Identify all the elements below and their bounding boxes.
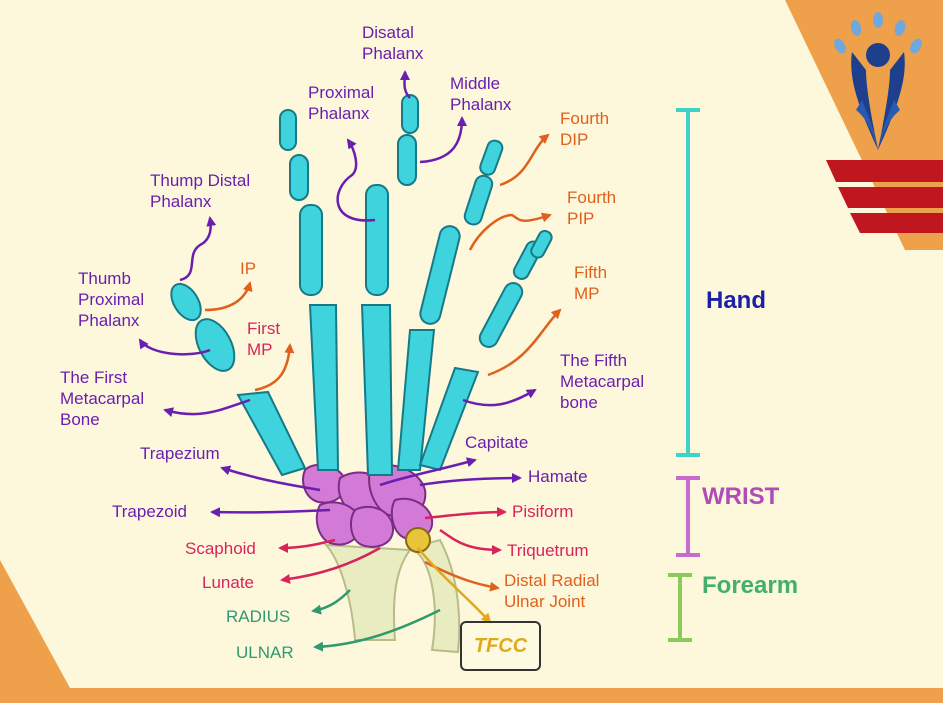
- label-distal-phalanx: Disatal Phalanx: [362, 23, 424, 63]
- corner-triangle-left: [0, 560, 70, 688]
- forearm-bracket: [668, 573, 692, 642]
- label-proximal-phalanx: Proximal Phalanx: [308, 83, 375, 123]
- label-first-metacarpal: The First Metacarpal Bone: [60, 368, 145, 429]
- label-ulnar: ULNAR: [236, 643, 294, 662]
- label-triquetrum: Triquetrum: [507, 541, 589, 560]
- label-trapezium: Trapezium: [140, 444, 220, 463]
- red-stripes: [826, 160, 943, 233]
- region-label-forearm: Forearm: [702, 572, 799, 599]
- label-first-mp: First MP: [247, 319, 281, 359]
- label-hamate: Hamate: [528, 467, 588, 486]
- label-ip: IP: [240, 259, 257, 278]
- label-middle-phalanx: Middle Phalanx: [450, 74, 512, 114]
- logo-icon: [834, 12, 922, 150]
- hand-bones: [170, 94, 553, 477]
- label-capitate: Capitate: [465, 433, 529, 452]
- label-thumb-proximal-phalanx: Thumb Proximal Phalanx: [78, 269, 145, 330]
- bottom-band: [0, 688, 943, 703]
- label-thumb-distal-phalanx: Thump Distal Phalanx: [150, 171, 251, 211]
- wrist-bracket: [676, 476, 700, 557]
- label-arrows: [138, 70, 562, 652]
- label-fourth-pip: Fourth PIP: [567, 188, 617, 228]
- label-distal-radial-ulnar-joint: Distal Radial Ulnar Joint: [504, 571, 600, 611]
- hand-bracket: [676, 108, 700, 457]
- label-trapezoid: Trapezoid: [112, 502, 187, 521]
- label-pisiform: Pisiform: [512, 502, 574, 521]
- region-label-wrist: WRIST: [702, 483, 780, 510]
- label-fifth-metacarpal: The Fifth Metacarpal bone: [560, 351, 645, 412]
- label-fifth-mp: Fifth MP: [574, 263, 608, 303]
- label-lunate: Lunate: [202, 573, 254, 592]
- label-tfcc: TFCC: [473, 634, 528, 657]
- carpal-bones: [302, 463, 434, 553]
- tfcc-label-box: TFCC: [460, 621, 541, 671]
- region-label-hand: Hand: [706, 287, 766, 314]
- label-fourth-dip: Fourth DIP: [560, 109, 610, 149]
- label-radius: RADIUS: [226, 607, 291, 626]
- label-scaphoid: Scaphoid: [185, 539, 256, 558]
